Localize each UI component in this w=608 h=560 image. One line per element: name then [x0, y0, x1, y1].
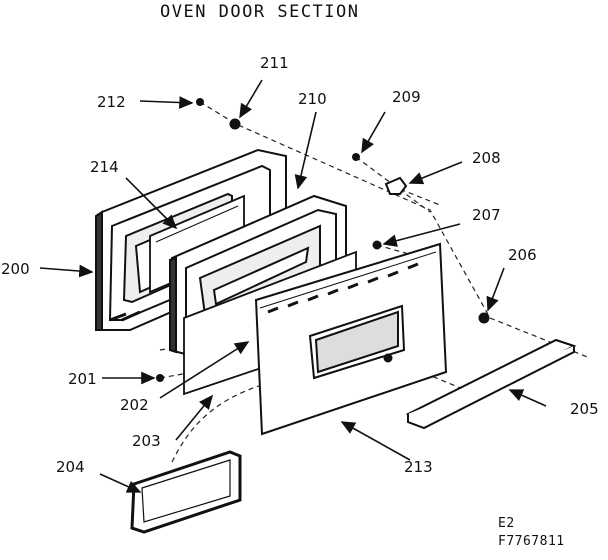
label-213: 212 — [97, 93, 126, 111]
outer-door-panel — [254, 242, 448, 436]
label-212: 211 — [260, 54, 289, 72]
small-window-gasket — [130, 450, 242, 534]
label-210: 209 — [392, 88, 421, 106]
screw-208 — [372, 240, 382, 250]
label-211: 210 — [298, 90, 327, 108]
door-handle — [405, 338, 577, 430]
label-204: 204 — [56, 458, 85, 476]
screw-212 — [229, 118, 241, 130]
part-number-code: F7767811 — [498, 534, 565, 549]
screws-and-hardware — [156, 98, 490, 382]
screw-210 — [352, 153, 360, 161]
label-201: 201 — [68, 370, 97, 388]
label-214: 214 — [90, 158, 119, 176]
label-205: 213 — [404, 458, 433, 476]
revision-code: E2 — [498, 516, 515, 531]
screw-207 — [478, 312, 490, 324]
diagram-title: OVEN DOOR SECTION — [160, 2, 360, 22]
screw-205 — [383, 353, 393, 363]
label-208: 207 — [472, 206, 501, 224]
leader-lines — [39, 79, 547, 493]
bracket-209 — [384, 176, 408, 195]
label-207: 206 — [508, 246, 537, 264]
label-202: 202 — [120, 396, 149, 414]
part-labels: 212 211 210 209 208 207 206 205 214 200 … — [1, 54, 599, 476]
label-200: 200 — [1, 260, 30, 278]
label-206: 205 — [570, 400, 599, 418]
screw-213 — [196, 98, 204, 106]
screw-201 — [156, 374, 164, 382]
label-203: 203 — [132, 432, 161, 450]
label-209: 208 — [472, 149, 501, 167]
